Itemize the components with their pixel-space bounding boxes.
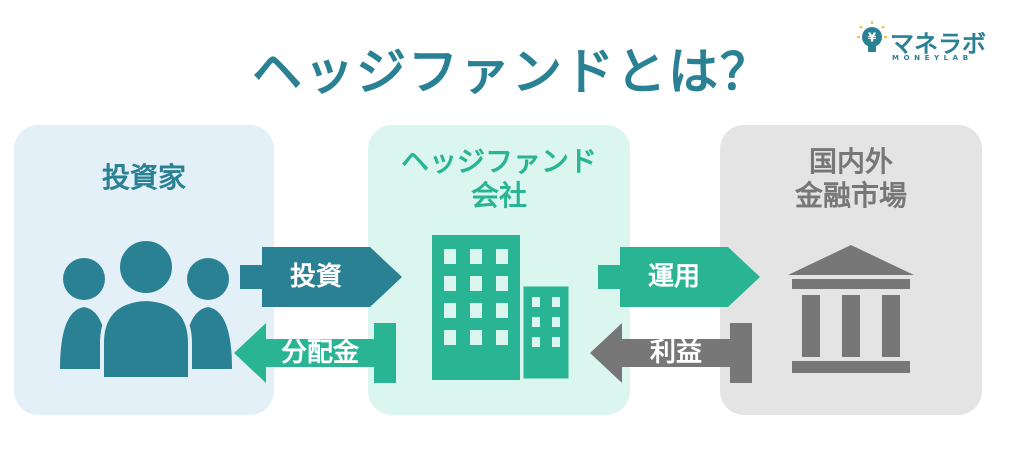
lightbulb-yen-icon: ¥	[857, 21, 887, 52]
office-buildings-icon	[432, 235, 572, 380]
svg-text:¥: ¥	[868, 31, 877, 45]
bank-building-icon	[788, 245, 914, 373]
investor-panel: 投資家	[14, 125, 274, 415]
market-title: 国内外 金融市場	[720, 145, 982, 213]
operate-arrow-label: 運用	[647, 262, 700, 292]
investor-title: 投資家	[14, 161, 274, 195]
market-title-line1: 国内外	[808, 145, 893, 178]
logo: ¥ マネラボ MONEYLAB	[856, 20, 1006, 68]
investor-title-line: 投資家	[101, 161, 186, 194]
dividend-arrow-label: 分配金	[280, 338, 359, 368]
profit-arrow-label: 利益	[649, 338, 702, 368]
people-group-icon	[60, 237, 232, 379]
hedge-fund-panel: ヘッジファンド 会社	[368, 125, 630, 415]
invest-arrow-label: 投資	[289, 262, 342, 292]
logo-subtext: MONEYLAB	[892, 54, 973, 62]
hedge-fund-title-line1: ヘッジファンド	[400, 145, 597, 178]
page-title: ヘッジファンドとは？	[252, 43, 772, 101]
hedge-fund-title: ヘッジファンド 会社	[368, 145, 630, 213]
logo-text: マネラボ	[890, 30, 986, 58]
market-title-line2: 金融市場	[794, 179, 907, 212]
market-panel: 国内外 金融市場	[720, 125, 982, 415]
hedge-fund-title-line2: 会社	[470, 179, 527, 212]
